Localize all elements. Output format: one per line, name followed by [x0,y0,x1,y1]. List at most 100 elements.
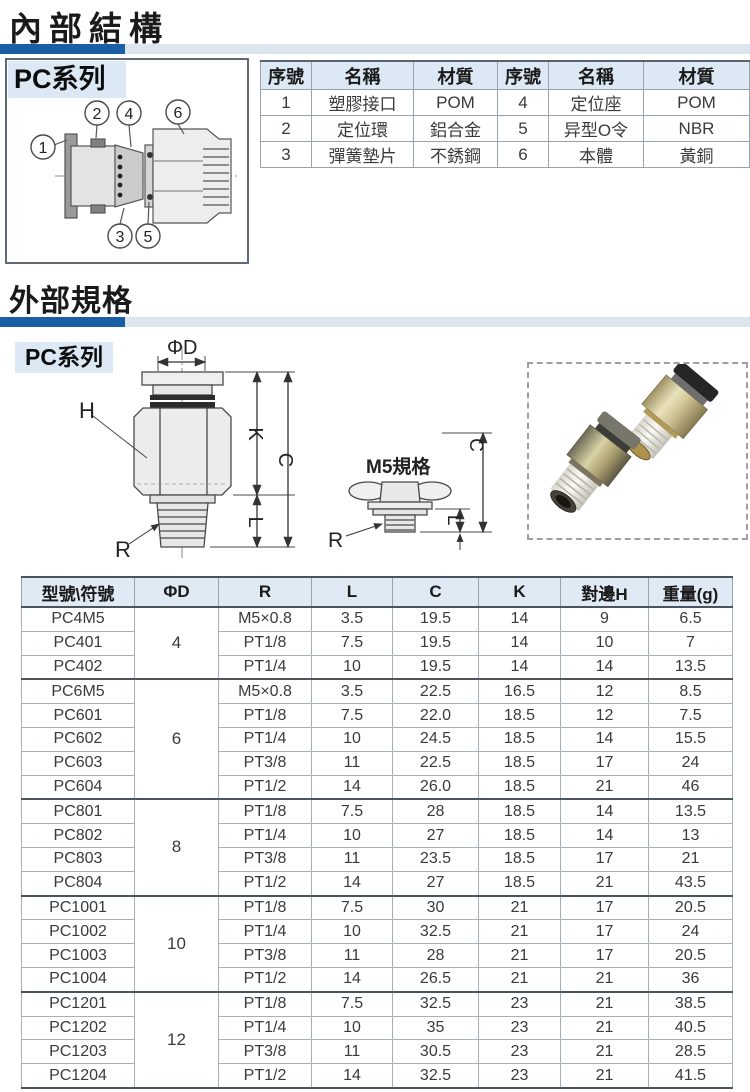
heading-divider-bar [0,44,750,54]
spec-cell: 38.5 [648,990,733,1017]
materials-cell: 黃銅 [643,141,750,168]
spec-cell: 14 [311,774,393,800]
external-spec-heading: 外部規格 [9,285,133,318]
spec-cell: 11 [311,750,393,776]
divider-dark-segment [0,44,125,54]
series-label-external: PC系列 [15,342,113,373]
spec-cell: 21 [478,943,561,968]
model-cell: PC6M5 [21,678,135,705]
model-cell: PC804 [21,870,135,897]
spec-cell: 26.0 [392,774,479,800]
spec-cell: 12 [560,678,649,705]
spec-cell: 9 [560,605,649,632]
model-cell: PC803 [21,846,135,872]
callout-number: 3 [116,229,125,246]
diameter-cell: 8 [134,798,219,897]
internal-structure-heading: 內部結構 [9,10,169,47]
spec-cell: 18.5 [478,870,561,897]
spec-cell: PT3/8 [218,943,312,968]
spec-cell: 7 [648,630,733,656]
spec-cell: 7.5 [311,703,393,728]
spec-cell: 19.5 [392,630,479,656]
callout-number: 6 [174,105,183,122]
spec-cell: 40.5 [648,1015,733,1041]
spec-cell: 21 [560,990,649,1017]
model-cell: PC603 [21,750,135,776]
model-cell: PC1203 [21,1039,135,1065]
spec-column-header: 對邊H [560,576,649,608]
spec-cell: 18.5 [478,823,561,848]
spec-cell: 16.5 [478,678,561,705]
spec-cell: 23.5 [392,846,479,872]
spec-cell: M5×0.8 [218,678,312,705]
model-cell: PC402 [21,654,135,680]
spec-cell: 18.5 [478,774,561,800]
spec-cell: 22.5 [392,678,479,705]
spec-cell: PT1/8 [218,990,312,1017]
model-cell: PC602 [21,726,135,752]
materials-cell: 鋁合金 [413,115,498,142]
callout-circle-5 [135,223,161,249]
spec-column-header: L [311,576,393,608]
spec-cell: 10 [311,823,393,848]
spec-cell: 14 [478,654,561,680]
spec-cell: 8.5 [648,678,733,705]
spec-cell: 3.5 [311,605,393,632]
divider-light-segment [125,44,750,54]
diameter-cell: 4 [134,605,219,680]
spec-cell: 23 [478,1063,561,1089]
spec-cell: PT1/2 [218,774,312,800]
model-cell: PC401 [21,630,135,656]
spec-cell: PT1/4 [218,919,312,945]
materials-cell: NBR [643,115,750,142]
spec-cell: 24 [648,919,733,945]
spec-cell: PT1/8 [218,894,312,921]
model-cell: PC1204 [21,1063,135,1089]
spec-cell: PT1/4 [218,654,312,680]
spec-cell: 24.5 [392,726,479,752]
dim-label-l: L [244,516,266,527]
spec-column-header: K [478,576,561,608]
diameter-cell: 6 [134,678,219,800]
internal-structure-panel: PC系列 [5,58,249,264]
spec-cell: 20.5 [648,943,733,968]
model-cell: PC1001 [21,894,135,921]
spec-cell: PT1/4 [218,1015,312,1041]
spec-cell: 17 [560,750,649,776]
materials-column-header: 名稱 [548,60,644,90]
dim-label-k: K [244,427,266,441]
spec-cell: 11 [311,846,393,872]
m5-dim-c: C [465,438,486,452]
divider-light-segment [125,317,750,327]
dimension-drawing: ΦD H K C L R [79,338,296,562]
spec-cell: 20.5 [648,894,733,921]
spec-cell: 17 [560,919,649,945]
spec-cell: 7.5 [311,990,393,1017]
model-cell: PC601 [21,703,135,728]
fitting-photo-lower [550,411,641,513]
model-cell: PC1202 [21,1015,135,1041]
spec-cell: 26.5 [392,966,479,993]
spec-cell: 18.5 [478,798,561,825]
spec-cell: 12 [560,703,649,728]
spec-cell: 36 [648,966,733,993]
callout-circle-4 [116,100,142,126]
spec-cell: 7.5 [311,798,393,825]
spec-cell: 17 [560,943,649,968]
spec-cell: 43.5 [648,870,733,897]
diameter-cell: 10 [134,894,219,993]
model-cell: PC4M5 [21,605,135,632]
dim-label-diameter: ΦD [167,338,197,359]
spec-cell: 14 [560,654,649,680]
spec-column-header: R [218,576,312,608]
spec-cell: 32.5 [392,919,479,945]
spec-cell: 10 [311,654,393,680]
spec-cell: 23 [478,1015,561,1041]
